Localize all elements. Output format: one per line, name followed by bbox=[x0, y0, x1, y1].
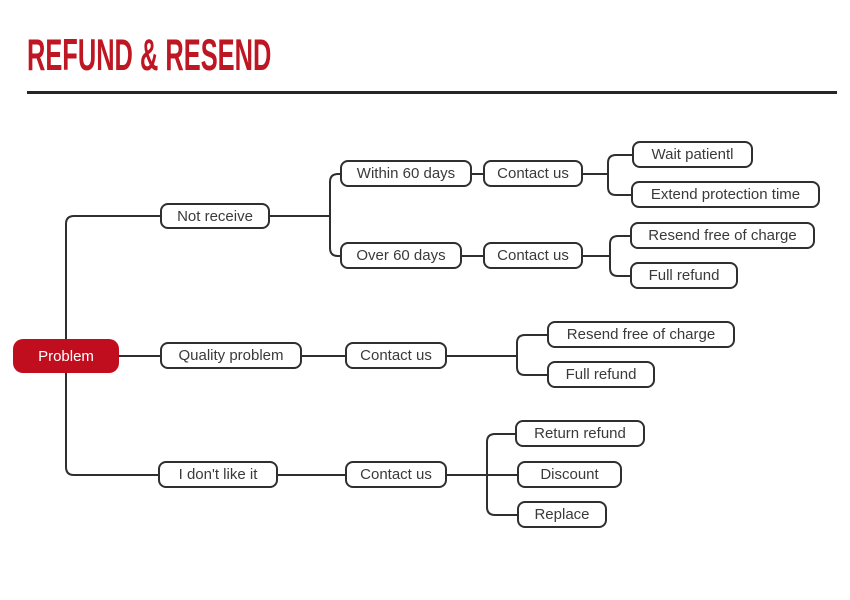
node-contact-us-quality: Contact us bbox=[345, 342, 447, 369]
node-over-60-days: Over 60 days bbox=[340, 242, 462, 269]
node-i-dont-like-it: I don't like it bbox=[158, 461, 278, 488]
node-contact-us-over: Contact us bbox=[483, 242, 583, 269]
node-problem: Problem bbox=[13, 339, 119, 373]
node-return-refund: Return refund bbox=[515, 420, 645, 447]
page-title: REFUND & RESEND bbox=[27, 30, 272, 80]
node-within-60-days: Within 60 days bbox=[340, 160, 472, 187]
node-resend-free-of-charge-quality: Resend free of charge bbox=[547, 321, 735, 348]
node-contact-us-within: Contact us bbox=[483, 160, 583, 187]
node-replace: Replace bbox=[517, 501, 607, 528]
node-extend-protection-time: Extend protection time bbox=[631, 181, 820, 208]
node-resend-free-of-charge-over: Resend free of charge bbox=[630, 222, 815, 249]
node-not-receive: Not receive bbox=[160, 203, 270, 229]
node-contact-us-dislike: Contact us bbox=[345, 461, 447, 488]
node-full-refund-over: Full refund bbox=[630, 262, 738, 289]
node-full-refund-quality: Full refund bbox=[547, 361, 655, 388]
node-wait-patientl: Wait patientl bbox=[632, 141, 753, 168]
title-underline bbox=[27, 91, 837, 94]
node-discount: Discount bbox=[517, 461, 622, 488]
node-quality-problem: Quality problem bbox=[160, 342, 302, 369]
